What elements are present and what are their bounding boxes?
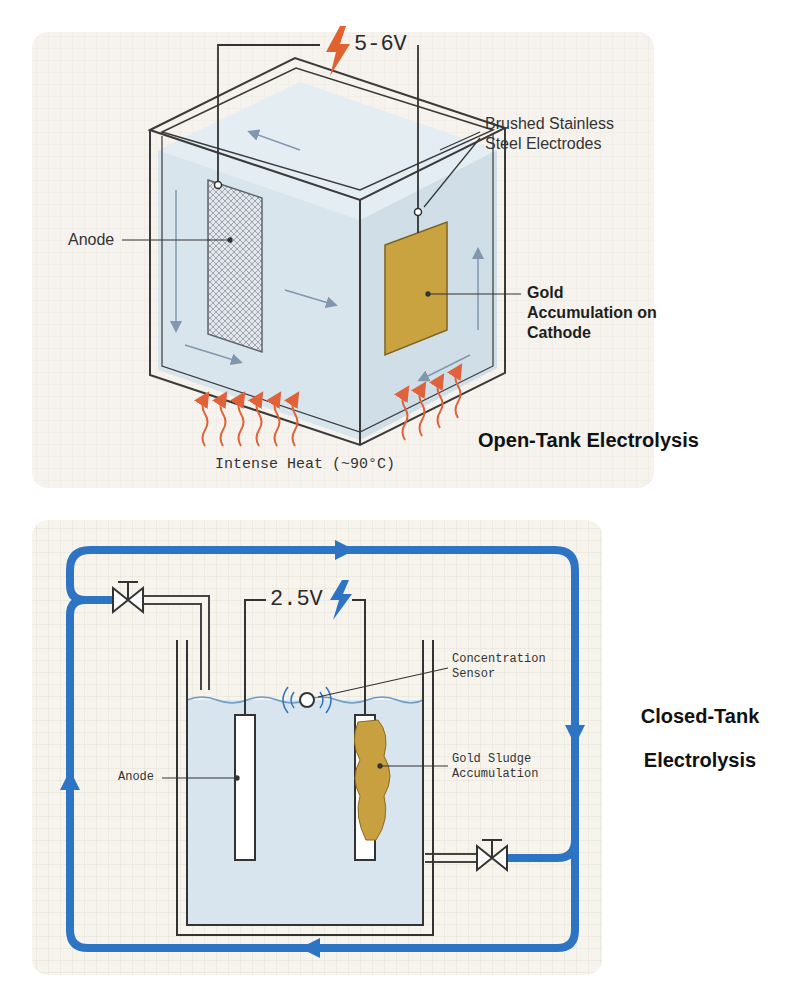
open-tank (122, 26, 521, 446)
electrode-label: Brushed Stainless Steel Electrodes (485, 114, 650, 154)
sludge-label: Gold Sludge Accumulation (452, 752, 552, 782)
anode-label: Anode (68, 230, 114, 250)
voltage-label: 5-6V (354, 32, 407, 58)
heat-label: Intense Heat (~90°C) (215, 456, 395, 474)
sensor-label: Concentration Sensor (452, 652, 562, 682)
panel-title: Closed-Tank Electrolysis (615, 694, 785, 782)
cathode-label: Gold Accumulation on Cathode (527, 283, 657, 343)
grid (32, 520, 602, 975)
heat-arrows (203, 370, 461, 446)
anode-label: Anode (118, 770, 154, 785)
panel (32, 520, 602, 975)
closed-tank (60, 540, 585, 958)
panel (32, 32, 654, 488)
grid (32, 32, 654, 488)
voltage-label: 2.5V (270, 587, 323, 613)
panel-title: Open-Tank Electrolysis (478, 428, 699, 452)
